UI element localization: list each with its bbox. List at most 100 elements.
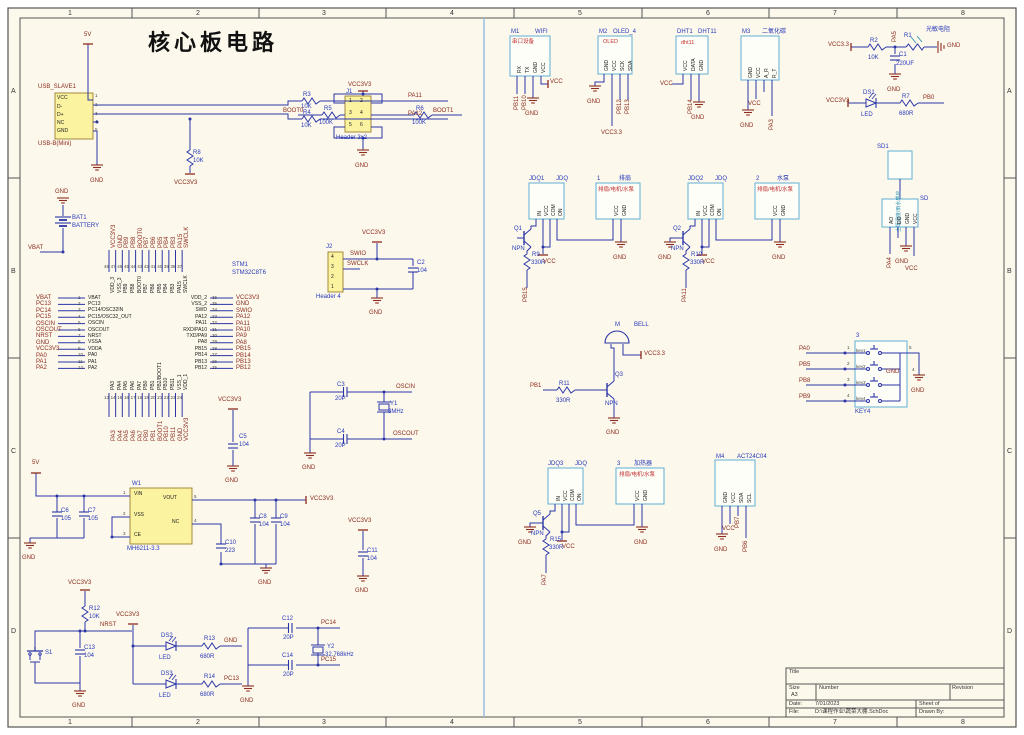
crystal-symbol[interactable] (377, 401, 391, 413)
gnd-symbol[interactable] (357, 575, 369, 582)
resistor-symbol[interactable] (556, 386, 576, 394)
stm-top-num-5: 43 (137, 264, 143, 269)
label-r8: R8 (193, 150, 201, 156)
label-pb8: PB8 (799, 378, 811, 384)
resistor-symbol[interactable] (413, 111, 433, 119)
bell-symbol[interactable] (604, 330, 630, 344)
capacitor-symbol[interactable] (52, 511, 62, 517)
capacitor-symbol[interactable] (890, 55, 900, 61)
gnd-symbol[interactable] (589, 85, 601, 92)
resistor-symbol[interactable] (542, 538, 550, 556)
stm-top-pin-5: PB7 (143, 283, 150, 293)
capacitor-symbol[interactable] (408, 267, 418, 273)
regulator-w1[interactable] (129, 487, 193, 545)
npn-transistor-symbol[interactable] (523, 228, 532, 248)
relay-jdq1[interactable] (528, 182, 565, 220)
gnd-symbol[interactable] (74, 690, 86, 697)
capacitor-symbol[interactable] (75, 649, 85, 655)
sd-module[interactable] (881, 198, 919, 228)
resistor-symbol[interactable] (899, 99, 919, 107)
resistor-symbol[interactable] (301, 115, 321, 123)
relay-jdq3[interactable] (547, 467, 584, 505)
capacitor-symbol[interactable] (271, 517, 281, 523)
resistor-symbol[interactable] (201, 680, 221, 688)
relay-jdq2[interactable] (687, 182, 724, 220)
key-switch-symbol[interactable] (866, 345, 882, 355)
resistor-symbol[interactable] (682, 253, 690, 271)
gnd-symbol[interactable] (900, 245, 912, 252)
header-j1[interactable] (344, 95, 372, 133)
stm-left-net-8: VCC3V3 (36, 346, 60, 353)
gnd-symbol[interactable] (371, 297, 383, 304)
pushbutton-symbol[interactable] (27, 647, 43, 663)
load-module-2[interactable] (754, 182, 800, 220)
gnd-symbol[interactable] (57, 197, 69, 204)
resistor-symbol[interactable] (201, 642, 221, 650)
capacitor-symbol[interactable] (342, 387, 348, 397)
stm-bottom-num-6: 19 (143, 395, 149, 400)
resistor-symbol[interactable] (867, 43, 887, 51)
gnd-symbol[interactable] (91, 164, 103, 171)
led-symbol[interactable] (165, 635, 178, 651)
gnd-symbol[interactable] (615, 241, 627, 248)
label-cn: 串口设备 (512, 39, 535, 45)
capacitor-symbol[interactable] (287, 660, 293, 670)
co2-module[interactable] (740, 35, 780, 81)
resistor-symbol[interactable] (523, 253, 531, 271)
resistor-symbol[interactable] (301, 97, 321, 105)
npn-transistor-symbol[interactable] (606, 380, 615, 400)
capacitor-symbol[interactable] (250, 517, 260, 523)
npn-transistor-symbol[interactable] (542, 513, 551, 533)
key-switch-symbol[interactable] (866, 393, 882, 403)
stm-left-num-4: 5 (78, 320, 81, 326)
gnd-symbol[interactable] (260, 567, 272, 574)
label-gnd: GND (723, 491, 729, 503)
soil-sensor-module[interactable] (887, 150, 913, 180)
usb-connector[interactable] (54, 92, 94, 140)
gnd-symbol[interactable] (524, 526, 536, 533)
wifi-module[interactable] (509, 35, 551, 77)
gnd-symbol[interactable] (742, 109, 754, 116)
stm-top-net-4: BOOT0 (137, 227, 144, 248)
gnd-symbol[interactable] (636, 526, 648, 533)
npn-transistor-symbol[interactable] (682, 228, 691, 248)
gnd-symbol[interactable] (693, 101, 705, 108)
gnd-symbol[interactable] (24, 542, 36, 549)
oled-module[interactable] (597, 35, 633, 75)
resistor-symbol[interactable] (81, 605, 89, 623)
capacitor-symbol[interactable] (79, 511, 89, 517)
resistor-symbol[interactable] (186, 149, 194, 167)
gnd-symbol[interactable] (664, 241, 676, 248)
gnd-symbol[interactable] (889, 73, 901, 80)
gnd-symbol[interactable] (227, 465, 239, 472)
dht11-module[interactable] (675, 35, 709, 75)
gnd-symbol[interactable] (304, 452, 316, 459)
gnd-symbol[interactable] (774, 241, 786, 248)
capacitor-symbol[interactable] (287, 623, 293, 633)
gnd-symbol[interactable] (937, 41, 945, 53)
led-symbol[interactable] (865, 92, 878, 108)
key-switch-symbol[interactable] (866, 361, 882, 371)
gnd-symbol[interactable] (608, 417, 620, 424)
heater-module[interactable] (615, 467, 665, 505)
led-symbol[interactable] (165, 673, 178, 689)
capacitor-symbol[interactable] (216, 543, 226, 549)
capacitor-symbol[interactable] (342, 434, 348, 444)
gnd-symbol[interactable] (716, 533, 728, 540)
crystal-symbol[interactable] (311, 644, 325, 656)
wire (93, 100, 302, 106)
photoresistor-symbol[interactable] (905, 35, 925, 51)
battery-symbol[interactable] (55, 216, 71, 227)
resistor-symbol[interactable] (321, 111, 341, 119)
gnd-symbol[interactable] (527, 97, 539, 104)
capacitor-symbol[interactable] (358, 551, 368, 557)
gnd-symbol[interactable] (913, 374, 925, 381)
header-j2[interactable] (327, 251, 344, 293)
label-ds1: DS1 (863, 90, 875, 96)
load-module-1[interactable] (595, 182, 641, 220)
gnd-symbol[interactable] (242, 685, 254, 692)
eeprom-module[interactable] (714, 459, 756, 507)
capacitor-symbol[interactable] (228, 443, 238, 449)
gnd-symbol[interactable] (357, 149, 369, 156)
key-switch-symbol[interactable] (866, 377, 882, 387)
